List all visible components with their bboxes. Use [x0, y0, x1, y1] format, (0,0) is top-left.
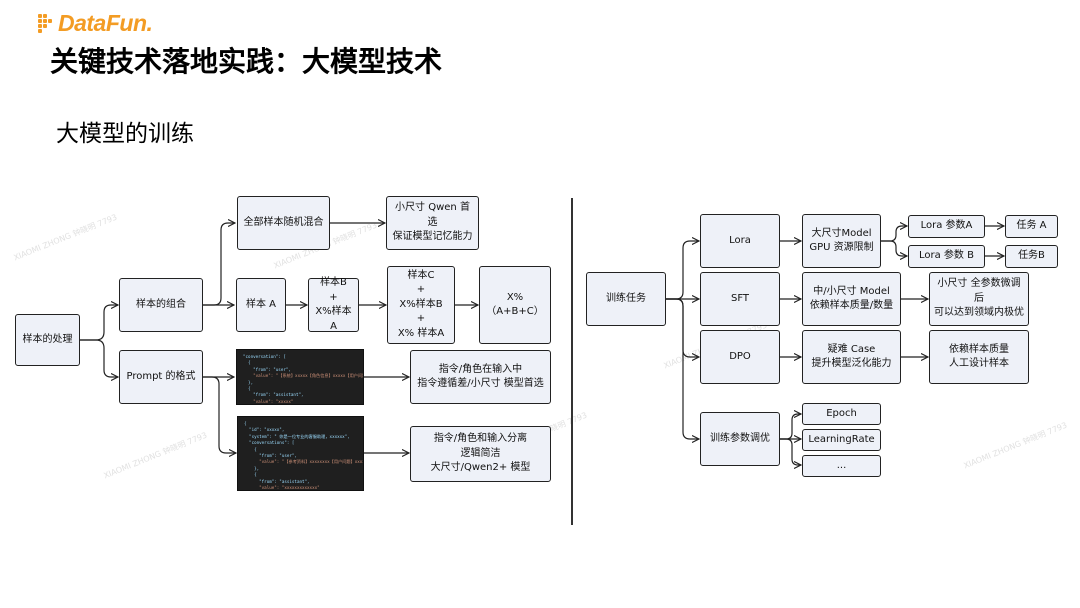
node-sft-desc: 中/小尺寸 Model 依赖样本质量/数量: [802, 272, 901, 326]
node-param-tuning: 训练参数调优: [700, 412, 780, 466]
code-line: {: [243, 360, 251, 366]
datafun-logo: DataFun.: [38, 9, 153, 36]
column-divider: [571, 198, 573, 525]
code-line: {: [243, 386, 251, 392]
node-prompt-result-1: 指令/角色在输入中 指令遵循差/小尺寸 模型首选: [410, 350, 551, 404]
node-sample-a: 样本 A: [236, 278, 286, 332]
node-task-a: 任务 A: [1005, 215, 1058, 238]
node-lora-param-b: Lora 参数 B: [908, 245, 985, 268]
section-title: 大模型的训练: [56, 121, 194, 147]
node-mix-all-result: 小尺寸 Qwen 首选 保证模型记忆能力: [386, 196, 479, 250]
node-final-mix: X%（A+B+C）: [479, 266, 551, 344]
code-line: "conversations": [: [244, 440, 295, 446]
node-lora-desc: 大尺寸Model GPU 资源限制: [802, 214, 881, 268]
node-learning-rate: LearningRate: [802, 429, 881, 451]
code-line: "value": "xxxxx": [243, 398, 294, 404]
node-more-params: ...: [802, 455, 881, 477]
node-task-b: 任务B: [1005, 245, 1058, 268]
node-dpo-desc: 疑难 Case 提升模型泛化能力: [802, 330, 901, 384]
node-lora-param-a: Lora 参数A: [908, 215, 985, 238]
code-line: "from": "user",: [244, 453, 297, 459]
node-epoch: Epoch: [802, 403, 881, 425]
code-line: "value": "【参考资料】xxxxxxxx【用户问题】xxxx": [244, 459, 364, 465]
code-sample-2: { "id": "xxxxx", "system": " 你是一位专业的客服助理…: [237, 416, 364, 491]
code-line: "value": "xxxxxxxxxxxxx": [244, 485, 320, 491]
code-line: "from": "assistant",: [243, 392, 304, 398]
code-line: {: [244, 421, 247, 426]
code-line: "id": "xxxxx",: [244, 427, 285, 433]
node-prompt-format: Prompt 的格式: [119, 350, 203, 404]
code-line: "value": "【系统】xxxxx【角色信息】xxxxx【用户问题】xxxx…: [253, 373, 363, 379]
node-sample-processing: 样本的处理: [15, 314, 80, 366]
code-line: {: [244, 446, 257, 452]
code-line: {: [244, 472, 257, 478]
code-line: },: [243, 379, 254, 385]
code-line: },: [244, 465, 260, 471]
logo-dots-icon: [38, 12, 56, 34]
code-sample-1: "conversation": [ { "from": "user", "val…: [236, 349, 364, 405]
node-prompt-result-2: 指令/角色和输入分离 逻辑简洁 大尺寸/Qwen2+ 模型: [410, 426, 551, 482]
code-line: "conversation": [: [243, 354, 286, 359]
node-dpo-result: 依赖样本质量 人工设计样本: [929, 330, 1029, 384]
code-line: "from": "user",: [243, 366, 291, 372]
node-sample-c-mix: 样本C + X%样本B + X% 样本A: [387, 266, 455, 344]
page-title: 关键技术落地实践：大模型技术: [50, 45, 443, 78]
node-training-tasks: 训练任务: [586, 272, 666, 326]
node-lora: Lora: [700, 214, 780, 268]
node-sample-combination: 样本的组合: [119, 278, 203, 332]
code-line: "system": " 你是一位专业的客服助理，xxxxxx",: [244, 433, 350, 439]
node-sft: SFT: [700, 272, 780, 326]
code-line: "from": "assistant",: [244, 478, 310, 484]
node-dpo: DPO: [700, 330, 780, 384]
node-sft-result: 小尺寸 全参数微调后 可以达到领域内极优: [929, 272, 1029, 326]
node-sample-b-mix: 样本B + X%样本A: [308, 277, 359, 332]
node-mix-all-samples: 全部样本随机混合: [237, 196, 330, 250]
logo-text: DataFun.: [58, 9, 153, 36]
